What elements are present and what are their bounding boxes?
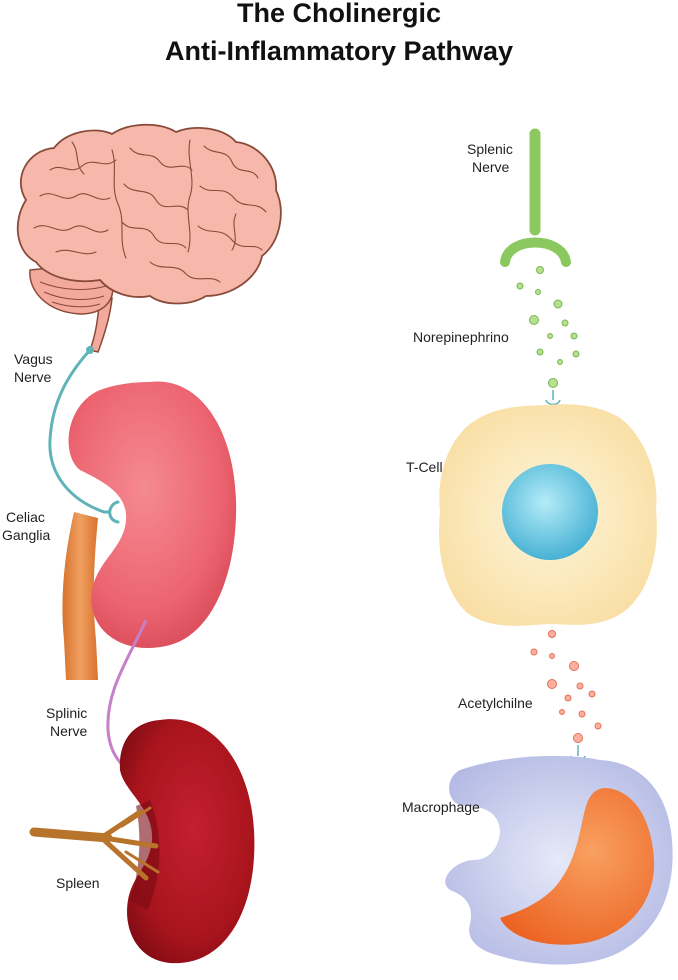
macrophage bbox=[445, 755, 673, 965]
brain-illustration bbox=[16, 123, 282, 353]
label-celiac-ganglia-line2: Ganglia bbox=[2, 527, 50, 543]
cerebrum bbox=[16, 123, 282, 305]
label-splenic-nerve-line2: Nerve bbox=[472, 159, 510, 175]
brain-stem bbox=[89, 295, 113, 353]
label-celiac-ganglia-line1: Celiac bbox=[6, 509, 45, 525]
label-splinic-nerve-line1: Splinic bbox=[46, 705, 87, 721]
t-cell bbox=[439, 404, 657, 626]
label-macrophage: Macrophage bbox=[402, 799, 480, 815]
title-line-1: The Cholinergic bbox=[237, 0, 441, 28]
label-norepinephrino: Norepinephrino bbox=[413, 329, 509, 345]
spleen bbox=[119, 719, 255, 964]
celiac-ganglia-synapse bbox=[102, 500, 120, 524]
label-vagus-nerve-line2: Nerve bbox=[14, 369, 52, 385]
splenic-nerve-terminal bbox=[500, 128, 571, 267]
celiac-tube bbox=[62, 512, 98, 680]
label-spleen: Spleen bbox=[56, 875, 100, 891]
label-splinic-nerve-line2: Nerve bbox=[50, 723, 88, 739]
macrophage-nucleus bbox=[500, 788, 655, 945]
splenic-vessels bbox=[29, 806, 160, 881]
vagus-nerve bbox=[48, 348, 105, 514]
label-acetylchilne: Acetylchilne bbox=[458, 695, 533, 711]
kidney bbox=[68, 381, 237, 649]
label-vagus-nerve-line1: Vagus bbox=[14, 351, 53, 367]
acetylcholine-particles bbox=[530, 630, 602, 743]
title-line-2: Anti-Inflammatory Pathway bbox=[165, 36, 513, 66]
t-cell-nucleus bbox=[502, 464, 598, 560]
norepinephrine-particles bbox=[516, 266, 580, 388]
label-splenic-nerve-line1: Splenic bbox=[467, 141, 513, 157]
label-t-cell: T-Cell bbox=[406, 459, 443, 475]
